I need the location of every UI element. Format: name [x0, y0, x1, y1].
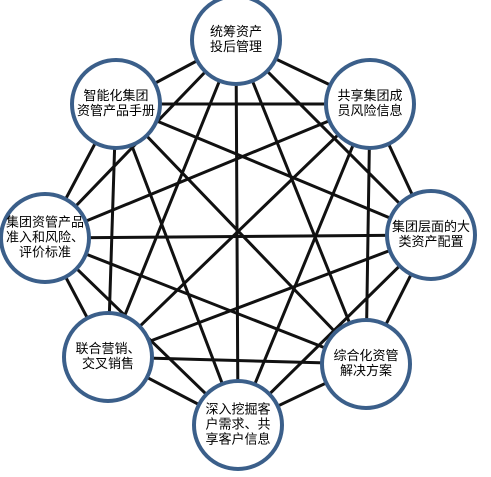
node-circle	[385, 189, 477, 281]
node-label-line: 智能化集团	[83, 88, 148, 104]
node-label-line: 准入和风险、	[6, 231, 84, 246]
node-circle	[70, 58, 162, 150]
edge-n3-n6	[106, 233, 433, 359]
node-label-line: 享客户信息	[205, 432, 270, 448]
node-circle	[0, 192, 91, 284]
edge-n4-n7	[43, 236, 368, 366]
node-label-line: 交叉销售	[82, 356, 134, 372]
node-n6: 联合营销、交叉销售	[62, 311, 154, 403]
node-label-line: 评价标准	[19, 246, 71, 261]
node-label-line: 资管产品手册	[77, 104, 155, 119]
node-label-line: 集团资管产品	[6, 215, 84, 231]
node-label-line: 联合营销、	[75, 342, 140, 357]
edge-n1-n4	[234, 38, 368, 366]
node-label-line: 员风险信息	[337, 103, 402, 119]
edge-n2-n7	[43, 102, 372, 240]
edge-n5-n8	[114, 102, 240, 427]
node-circle	[192, 379, 284, 471]
node-label-line: 深入挖掘客	[205, 402, 270, 418]
edge-n4-n8	[114, 102, 368, 366]
node-label-line: 共享集团成	[337, 88, 402, 104]
node-label-line: 户需求、共	[205, 417, 270, 433]
node-circle	[324, 58, 416, 150]
node-label-line: 统筹资产	[210, 24, 262, 40]
node-label-line: 投后管理	[210, 39, 262, 55]
node-label-line: 综合化资管	[333, 349, 398, 364]
edge-n2-n5	[236, 102, 372, 427]
node-label-line: 解决方案	[340, 363, 392, 379]
nodes-group: 统筹资产投后管理共享集团成员风险信息集团层面的大类资产配置综合化资管解决方案深入…	[0, 0, 477, 471]
edge-n3-n7	[43, 233, 433, 240]
node-label-line: 集团层面的大	[392, 219, 470, 235]
edge-n1-n6	[106, 38, 238, 359]
node-circle	[62, 311, 154, 403]
node-circle	[320, 318, 412, 410]
node-label-line: 类资产配置	[398, 235, 463, 250]
node-circle	[190, 0, 282, 86]
edge-n3-n8	[114, 102, 433, 237]
